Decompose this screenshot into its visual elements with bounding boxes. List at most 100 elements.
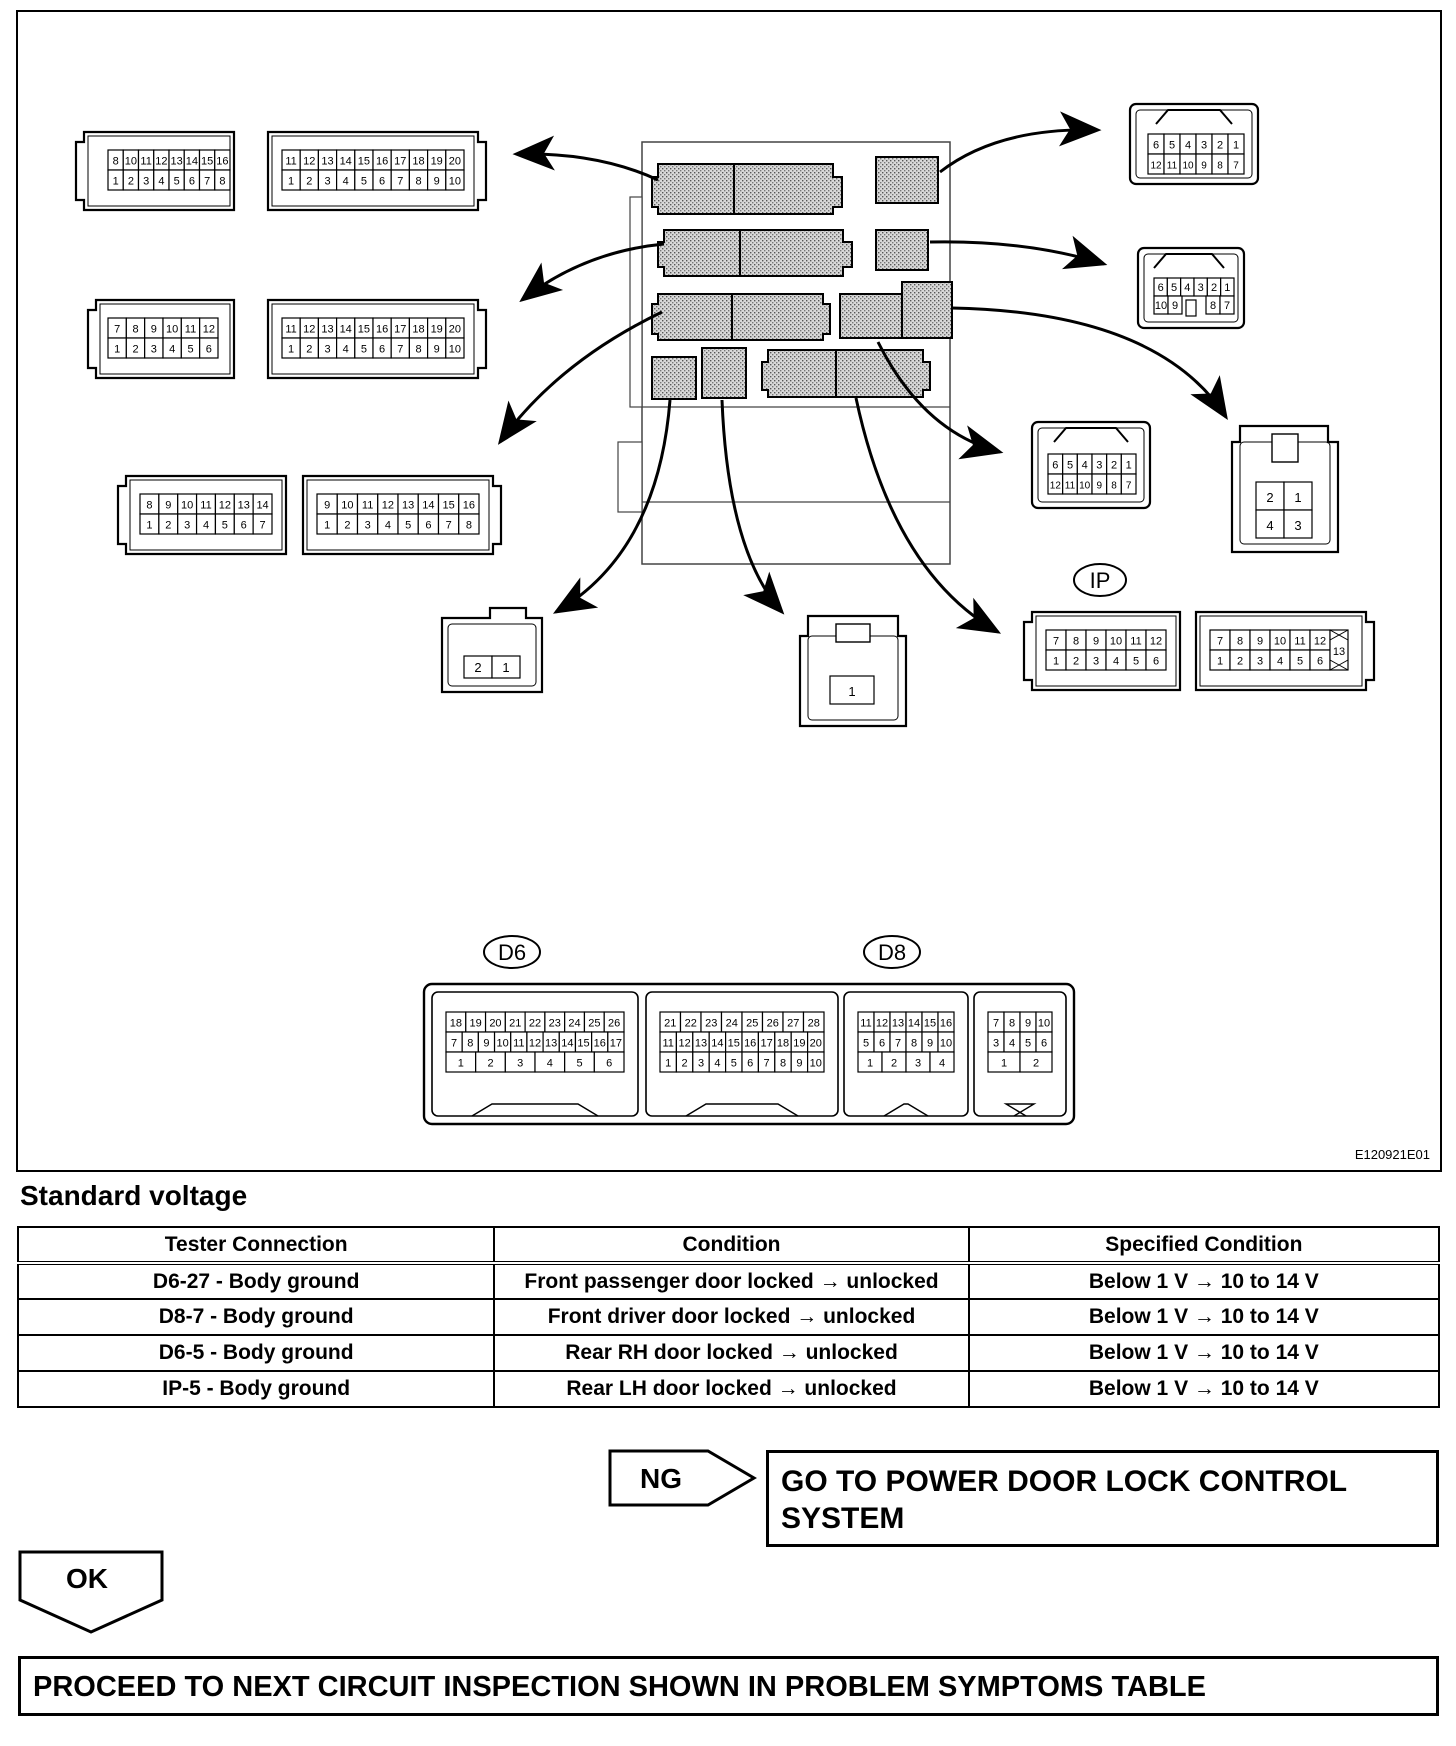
pin-number: 14 bbox=[422, 499, 434, 511]
arrow-to-10-pin-connector bbox=[929, 235, 1108, 270]
pin-number: 1 bbox=[324, 519, 330, 531]
connector-inner-outline bbox=[1035, 615, 1177, 687]
pin-number: 10 bbox=[1110, 635, 1122, 647]
pin-number: 10 bbox=[166, 323, 178, 335]
pin-number: 9 bbox=[927, 1037, 933, 1049]
table-row: IP-5 - Body ground Rear LH door locked →… bbox=[16, 1370, 1441, 1408]
pin-number: 13 bbox=[695, 1037, 707, 1049]
ok-arrow-box bbox=[18, 1550, 164, 1634]
pin-number: 10 bbox=[940, 1037, 952, 1049]
pin-number: 8 bbox=[113, 155, 119, 167]
pin-number: 18 bbox=[777, 1037, 789, 1049]
pin-number: 12 bbox=[1150, 160, 1162, 171]
table-cell: Front driver door locked → unlocked bbox=[493, 1298, 970, 1336]
pin-number: 11 bbox=[200, 499, 211, 511]
pin-number: 1 bbox=[146, 519, 152, 531]
pin-number: 6 bbox=[606, 1057, 612, 1069]
pin-number: 15 bbox=[358, 323, 370, 335]
pin-number: 6 bbox=[1153, 139, 1159, 151]
pin-number: 8 bbox=[415, 175, 421, 187]
pin-number: 10 bbox=[449, 343, 461, 355]
ip-label: IP bbox=[1073, 563, 1127, 597]
pin-number: 16 bbox=[216, 155, 228, 167]
pin-number: 5 bbox=[174, 175, 180, 187]
pin-number: 26 bbox=[767, 1017, 779, 1029]
pin-number: 19 bbox=[470, 1017, 482, 1029]
connector-inner-outline bbox=[99, 303, 231, 375]
pin-number: 16 bbox=[376, 323, 388, 335]
table-cell: IP-5 - Body ground bbox=[16, 1370, 496, 1408]
pin-number: 8 bbox=[132, 323, 138, 335]
table-header-row: Tester Connection Condition Specified Co… bbox=[16, 1226, 1441, 1265]
pin-number: 2 bbox=[1217, 139, 1223, 151]
pin-cell bbox=[445, 337, 465, 359]
pin-number: 13 bbox=[402, 499, 414, 511]
pin-number: 6 bbox=[1052, 459, 1058, 471]
pin-number: 5 bbox=[731, 1057, 737, 1069]
pin-number: 19 bbox=[431, 323, 443, 335]
pin-number: 6 bbox=[1158, 282, 1164, 294]
table-row: D6-5 - Body ground Rear RH door locked →… bbox=[16, 1334, 1441, 1372]
table-cell: Rear RH door locked → unlocked bbox=[493, 1334, 970, 1372]
pin-cell bbox=[929, 1051, 955, 1073]
pin-number: 7 bbox=[993, 1017, 999, 1029]
pin-number: 7 bbox=[1217, 635, 1223, 647]
pin-number: 26 bbox=[608, 1017, 620, 1029]
pin-number: 15 bbox=[577, 1037, 589, 1049]
pin-number: 12 bbox=[1150, 635, 1162, 647]
pin-number: 5 bbox=[1133, 655, 1139, 667]
pin-number: 27 bbox=[787, 1017, 799, 1029]
pin-number: 9 bbox=[165, 499, 171, 511]
pin-number: 1 bbox=[1001, 1057, 1007, 1069]
pin-number: 10 bbox=[810, 1057, 822, 1069]
pin-number: 8 bbox=[415, 343, 421, 355]
pin-number: 11 bbox=[662, 1037, 673, 1049]
pin-number: 11 bbox=[285, 155, 296, 167]
pin-number: 4 bbox=[1266, 518, 1273, 533]
pin-number: 9 bbox=[324, 499, 330, 511]
pin-cell bbox=[1019, 1051, 1053, 1073]
pin-number: 10 bbox=[341, 499, 353, 511]
pin-cell bbox=[1283, 481, 1313, 511]
table-cell: Below 1 V → 10 to 14 V bbox=[967, 1262, 1441, 1300]
pin-number: 9 bbox=[1201, 160, 1207, 171]
pin-number: 1 bbox=[848, 684, 855, 699]
pin-number: 13 bbox=[238, 499, 250, 511]
pin-number: 25 bbox=[746, 1017, 758, 1029]
pin-number: 5 bbox=[187, 343, 193, 355]
pin-number: 7 bbox=[446, 519, 452, 531]
pin-number: 3 bbox=[517, 1057, 523, 1069]
table-cell: D6-5 - Body ground bbox=[16, 1334, 496, 1372]
pin-number: 4 bbox=[169, 343, 175, 355]
pin-number: 12 bbox=[303, 155, 315, 167]
pin-number: 22 bbox=[685, 1017, 697, 1029]
arrow-to-12-pin-connector-b bbox=[876, 341, 1004, 460]
pin-number: 23 bbox=[705, 1017, 717, 1029]
pin-number: 1 bbox=[665, 1057, 671, 1069]
table-header: Tester Connection bbox=[16, 1226, 496, 1265]
pin-number: 9 bbox=[1257, 635, 1263, 647]
pin-number: 11 bbox=[1130, 635, 1141, 647]
pin-cell bbox=[1145, 649, 1167, 671]
pin-number: 1 bbox=[1224, 282, 1230, 294]
connector-lock-tab bbox=[1155, 109, 1233, 125]
pin-number: 12 bbox=[219, 499, 231, 511]
pin-number: 2 bbox=[1073, 655, 1079, 667]
pin-number: 7 bbox=[397, 343, 403, 355]
svg-text:D8: D8 bbox=[878, 940, 906, 965]
pin-cell bbox=[458, 513, 480, 535]
pin-number: 11 bbox=[1167, 160, 1178, 171]
pin-cell bbox=[829, 675, 875, 705]
pin-number: 18 bbox=[412, 155, 424, 167]
connector-inner-outline bbox=[129, 479, 283, 551]
pin-number: 4 bbox=[1185, 139, 1191, 151]
pin-number: 9 bbox=[1172, 300, 1178, 312]
svg-text:D6: D6 bbox=[498, 940, 526, 965]
pin-number: 8 bbox=[466, 519, 472, 531]
arrow-to-ip-connectors bbox=[854, 397, 1002, 634]
